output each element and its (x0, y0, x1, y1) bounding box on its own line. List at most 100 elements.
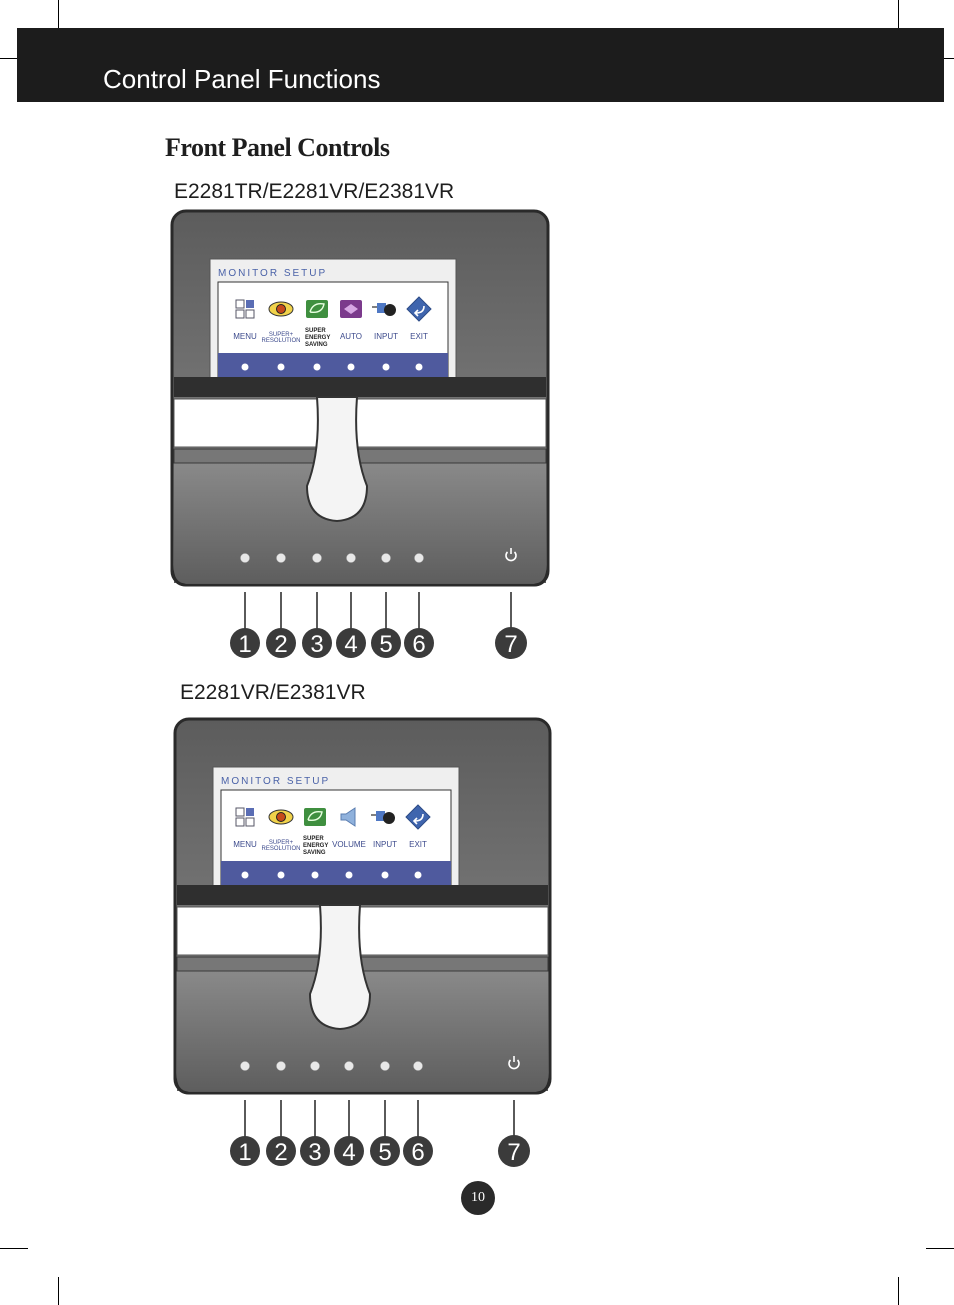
volume-speaker-icon (340, 807, 356, 827)
osd-item-menu: MENU (233, 299, 257, 341)
menu-grid-cell (235, 299, 245, 309)
frame-band-white (173, 398, 547, 448)
front-button-6[interactable] (413, 1061, 423, 1071)
super-resolution-eye-icon (268, 809, 294, 825)
input-socket (384, 304, 396, 316)
frame-band-white (176, 906, 549, 956)
callout-number-6: 6 (412, 631, 425, 658)
callout-number-3: 3 (308, 1139, 321, 1166)
osd-strip-dot (277, 871, 285, 879)
osd-item-label: EXIT (410, 332, 428, 341)
menu-grid-cell (235, 807, 245, 817)
callout-circle-6 (404, 628, 434, 658)
menu-grid-cell (245, 817, 255, 827)
front-button-5[interactable] (380, 1061, 390, 1071)
osd-item-input: INPUT (371, 811, 397, 849)
front-button-4[interactable] (344, 1061, 354, 1071)
front-button-4[interactable] (346, 553, 356, 563)
osd-item-label: INPUT (374, 332, 398, 341)
osd-item-label: SAVING (305, 342, 328, 348)
menu-grid-icon (235, 807, 255, 827)
crop-mark (898, 0, 899, 28)
callout-circle-5 (371, 628, 401, 658)
energy-saving-leaf-icon (306, 300, 328, 318)
eye-pupil (276, 304, 286, 314)
callout-circle-7 (498, 1135, 530, 1167)
callout-number-4: 4 (342, 1139, 355, 1166)
callout-circle-6 (403, 1136, 433, 1166)
page-number: 10 (461, 1181, 495, 1215)
leaf-shape (309, 302, 325, 314)
callout-number-2: 2 (274, 1139, 287, 1166)
exit-arrow (413, 305, 425, 317)
auto-adjust-icon (340, 300, 362, 318)
exit-diamond (405, 804, 431, 830)
exit-diamond (406, 296, 432, 322)
eye-pupil (276, 812, 286, 822)
exit-arrow-icon (405, 804, 431, 830)
bezel-bottom-edge (173, 1072, 552, 1095)
callout-number-7: 7 (507, 1139, 520, 1166)
osd-item-label: AUTO (340, 332, 362, 341)
front-button-2[interactable] (276, 553, 286, 563)
front-button-3[interactable] (312, 553, 322, 563)
callout-number-2: 2 (274, 631, 287, 658)
super-resolution-eye-icon (268, 301, 294, 317)
osd-item-label: SUPER (303, 836, 324, 842)
model-label-2: E2281VR/E2381VR (180, 681, 366, 704)
front-button-1[interactable] (240, 1061, 250, 1071)
crop-mark (944, 58, 954, 59)
osd-strip-dot (277, 363, 285, 371)
energy-saving-leaf-icon (304, 808, 326, 826)
crop-mark (58, 0, 59, 28)
osd-item-label: MENU (233, 840, 257, 849)
osd-item-label: SUPER+ (269, 332, 294, 338)
osd-strip-dot (415, 363, 423, 371)
front-button-6[interactable] (414, 553, 424, 563)
front-button-5[interactable] (381, 553, 391, 563)
callout-circle-4 (334, 1136, 364, 1166)
callout-circle-3 (300, 1136, 330, 1166)
input-switch-icon (371, 811, 395, 824)
stand-neck (308, 904, 372, 1031)
osd-title: MONITOR SETUP (221, 776, 330, 787)
osd-item-label: ENERGY (305, 335, 330, 341)
osd-strip-dot (345, 871, 353, 879)
osd-strip-dot (347, 363, 355, 371)
callout-circle-5 (370, 1136, 400, 1166)
callout-number-4: 4 (344, 631, 357, 658)
section-title: Front Panel Controls (165, 133, 390, 162)
callout-circle-3 (302, 628, 332, 658)
menu-grid-cell (246, 808, 254, 816)
front-button-2[interactable] (276, 1061, 286, 1071)
osd-item-label: SUPER (305, 328, 326, 334)
osd-item-label: SAVING (303, 850, 326, 856)
osd-strip-dot (381, 871, 389, 879)
power-button[interactable] (505, 548, 517, 562)
auto-diamond (344, 304, 358, 314)
model-label-1: E2281TR/E2281VR/E2381VR (174, 180, 455, 203)
power-icon (505, 551, 517, 562)
callout-number-7: 7 (504, 631, 517, 658)
power-button[interactable] (508, 1056, 520, 1070)
leaf-shape (307, 810, 323, 822)
osd-item-label: EXIT (409, 840, 427, 849)
osd-item-label: RESOLUTION (261, 846, 300, 852)
header-band (17, 28, 944, 102)
input-plug (377, 303, 386, 313)
osd-item-menu: MENU (233, 807, 257, 849)
front-button-3[interactable] (310, 1061, 320, 1071)
osd-item-label: INPUT (373, 840, 397, 849)
callout-number-5: 5 (378, 1139, 391, 1166)
exit-arrow-icon (406, 296, 432, 322)
osd-strip-dot (313, 363, 321, 371)
osd-strip-dot (414, 871, 422, 879)
osd-title: MONITOR SETUP (218, 268, 327, 279)
osd-item-exit: EXIT (405, 804, 431, 849)
callout-circle-1 (230, 628, 260, 658)
front-button-1[interactable] (240, 553, 250, 563)
power-icon (508, 1059, 520, 1070)
leaf-box (306, 300, 328, 318)
